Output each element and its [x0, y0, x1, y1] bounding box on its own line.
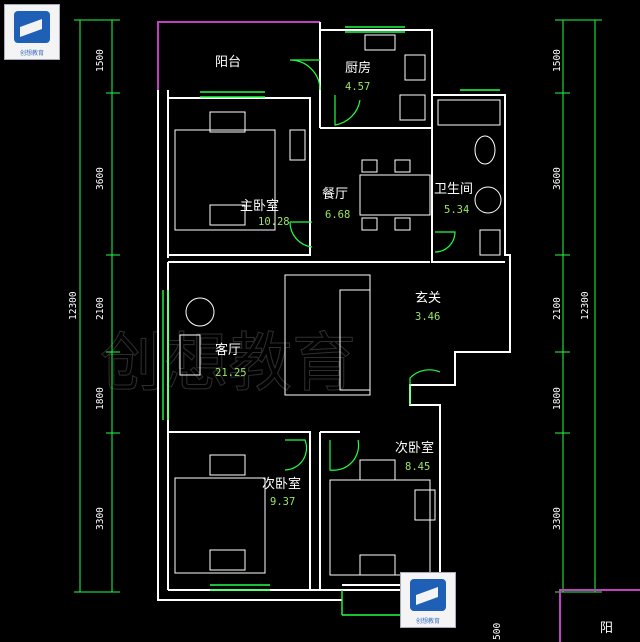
- room-name-master: 主卧室: [240, 198, 279, 214]
- room-area-dining: 6.68: [325, 209, 350, 221]
- dim-left-seg: 1500: [95, 49, 106, 72]
- windows: [162, 26, 500, 616]
- dim-right-seg: 3300: [552, 507, 563, 530]
- room-area-kitchen: 4.57: [345, 81, 370, 93]
- walls: [157, 22, 511, 601]
- room-name-foyer: 玄关: [415, 291, 441, 306]
- room-name-balcony: 阳台: [215, 55, 241, 70]
- dim-right-total: 12300: [580, 291, 591, 320]
- balcony-outline: [157, 21, 640, 642]
- logo-mark-icon: [410, 579, 446, 611]
- room-labels: 阳台 厨房 4.57 主卧室 10.28 餐厅 6.68 卫生间 5.34 玄关…: [215, 55, 613, 636]
- room-area-bedroom-2: 9.37: [270, 496, 295, 508]
- room-name-kitchen: 厨房: [345, 60, 371, 76]
- room-name-living: 客厅: [215, 342, 241, 358]
- dim-bottom: 500: [492, 623, 503, 640]
- room-name-bedroom-2: 次卧室: [262, 476, 301, 492]
- brand-name: 创想教育: [19, 50, 44, 57]
- room-area-bath: 5.34: [444, 204, 469, 216]
- dim-left-seg: 3300: [95, 507, 106, 530]
- dimension-labels: 12300 1500 3600 2100 1800 3300 12300 150…: [68, 49, 591, 640]
- dim-left-seg: 2100: [95, 297, 106, 320]
- brand-name: 创想教育: [415, 618, 440, 625]
- room-name-bedroom-3: 次卧室: [395, 440, 434, 456]
- dim-left-total: 12300: [68, 291, 79, 320]
- room-name-dining: 餐厅: [322, 186, 348, 202]
- brand-logo-top: 创想教育: [4, 4, 60, 60]
- furniture: [174, 34, 502, 576]
- dimension-right: [555, 19, 602, 593]
- logo-mark-icon: [14, 11, 50, 43]
- dim-right-seg: 3600: [552, 167, 563, 190]
- dim-right-seg: 1500: [552, 49, 563, 72]
- room-name-bath: 卫生间: [434, 182, 473, 197]
- watermark: 创想教育: [100, 327, 356, 401]
- room-area-living: 21.25: [215, 367, 247, 379]
- dim-left-seg: 3600: [95, 167, 106, 190]
- dimension-left: [74, 19, 120, 593]
- dim-right-seg: 1800: [552, 387, 563, 410]
- dim-right-seg: 2100: [552, 297, 563, 320]
- room-area-foyer: 3.46: [415, 311, 440, 323]
- room-area-bedroom-3: 8.45: [405, 461, 430, 473]
- doors: [284, 59, 456, 471]
- room-area-master: 10.28: [258, 216, 290, 228]
- room-name-balcony-2: 阳: [600, 621, 613, 636]
- dim-left-seg: 1800: [95, 387, 106, 410]
- brand-logo-bottom: 创想教育: [400, 572, 456, 628]
